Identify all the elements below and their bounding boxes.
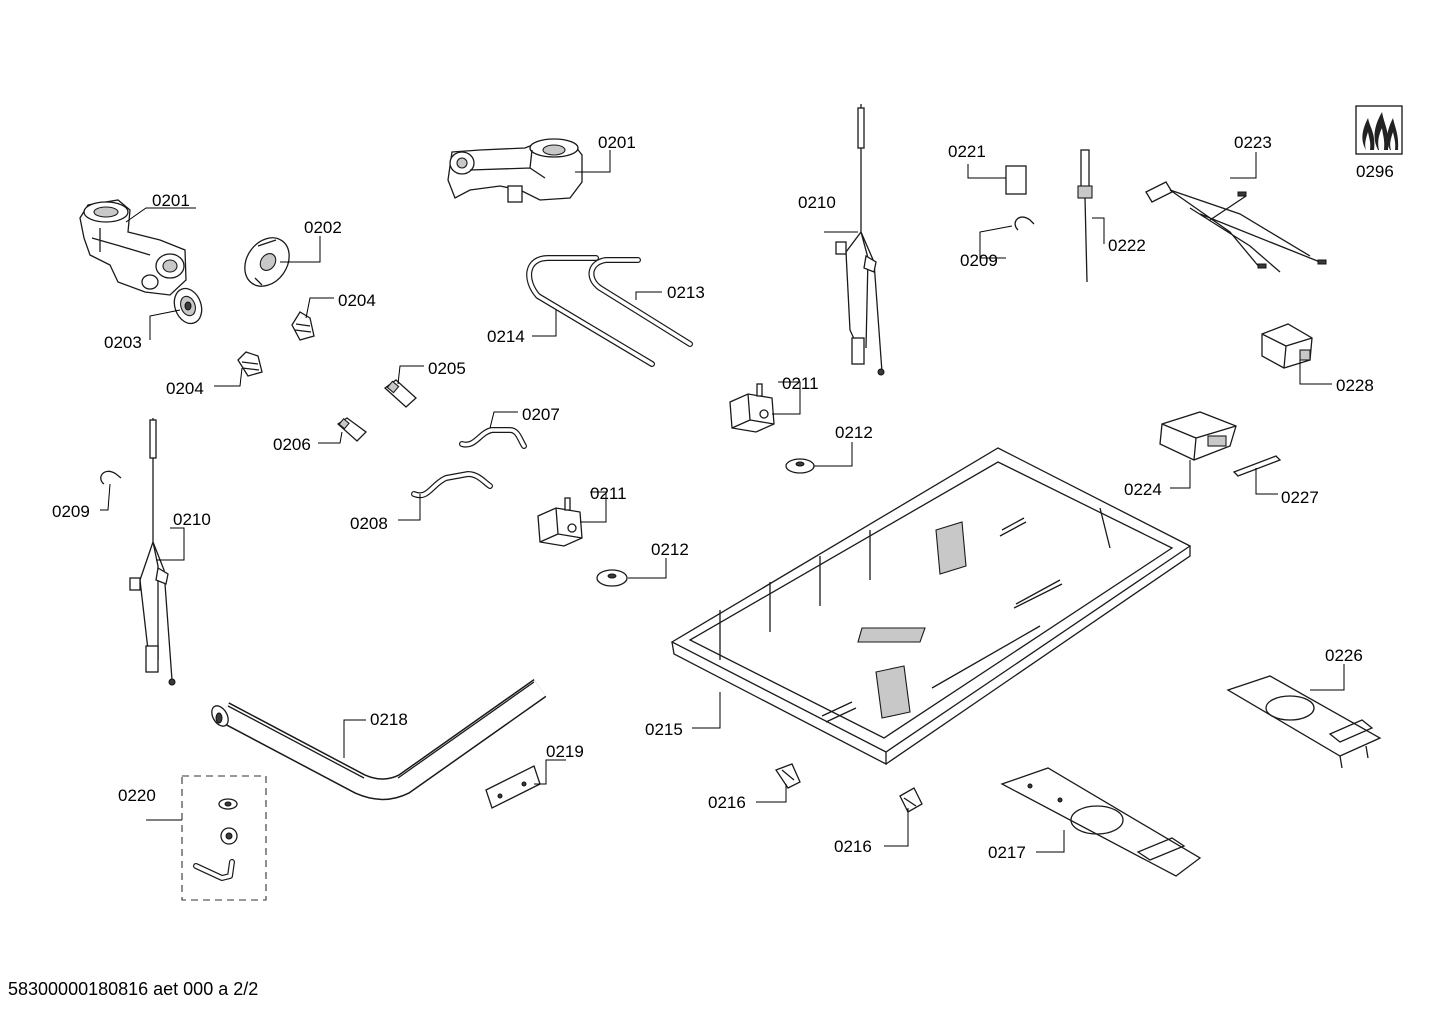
callout-0219: 0219 [546, 742, 584, 761]
part-0226-mounting-plate [1226, 675, 1382, 769]
callout-labels: 0201 0201 0202 0203 0204 0204 0205 0206 … [52, 133, 1374, 862]
part-0218-supply-pipe [211, 679, 547, 801]
part-0211-valve-lower [537, 497, 583, 547]
callout-0223: 0223 [1234, 133, 1272, 152]
part-0220-connector-kit [181, 775, 267, 901]
part-0209-clip-left [100, 470, 122, 485]
callout-0209-left: 0209 [52, 502, 90, 521]
callout-0220: 0220 [118, 786, 156, 805]
callout-0211-upper: 0211 [782, 374, 819, 393]
part-0227-strip [1232, 455, 1282, 477]
callout-0217: 0217 [988, 843, 1026, 862]
part-0201-left-burner-body [79, 199, 187, 296]
callout-0228: 0228 [1336, 376, 1374, 395]
part-0210-thermocouple-right [835, 104, 885, 376]
callout-0201-upper: 0201 [598, 133, 636, 152]
part-0215-base-pan [670, 447, 1192, 766]
part-0223-wiring-harness [1145, 181, 1327, 273]
callout-0226: 0226 [1325, 646, 1363, 665]
callout-0201-left: 0201 [152, 191, 190, 210]
callout-0214: 0214 [487, 327, 525, 346]
callout-0202: 0202 [304, 218, 342, 237]
callout-0203: 0203 [104, 333, 142, 352]
part-0219-bracket [485, 765, 541, 809]
part-0216-bracket-left [775, 763, 801, 789]
part-0216-bracket-right [899, 787, 923, 813]
part-0217-mounting-plate [1000, 767, 1202, 877]
part-0202-disc [244, 237, 290, 287]
part-0204-cone-upper [291, 311, 315, 341]
part-0224-control-module [1159, 411, 1237, 461]
callout-0212-upper: 0212 [835, 423, 873, 442]
part-0214-pipe [526, 255, 655, 367]
callout-0208: 0208 [350, 514, 388, 533]
part-0228-ignition-module [1261, 323, 1313, 369]
part-0212-cap-lower [596, 569, 628, 587]
document-id: 58300000180816 aet 000 a 2/2 [8, 979, 259, 999]
part-0221-spring [1005, 165, 1027, 195]
callout-0216-left: 0216 [708, 793, 746, 812]
part-0205-injector [383, 379, 417, 408]
part-0222-electrode [1077, 149, 1093, 283]
callout-0210-right: 0210 [798, 193, 836, 212]
callout-0215: 0215 [645, 720, 683, 739]
callout-0216-right: 0216 [834, 837, 872, 856]
part-0207-pipe [459, 427, 527, 449]
callout-0206: 0206 [273, 435, 311, 454]
callout-0227: 0227 [1281, 488, 1319, 507]
leader-lines [100, 150, 1345, 853]
part-0209-clip-right [1014, 216, 1035, 231]
part-0210-thermocouple-left [129, 418, 176, 686]
callout-0204-lower: 0204 [166, 379, 204, 398]
callout-0213: 0213 [667, 283, 705, 302]
callout-0212-lower: 0212 [651, 540, 689, 559]
callout-0224: 0224 [1124, 480, 1162, 499]
callout-0222: 0222 [1108, 236, 1146, 255]
callout-0211-lower: 0211 [590, 484, 627, 503]
callout-0218: 0218 [370, 710, 408, 729]
callout-0209-right: 0209 [960, 251, 998, 270]
part-0211-valve-upper [729, 383, 775, 433]
part-0212-cap-upper [785, 458, 815, 474]
callout-0210-left: 0210 [173, 510, 211, 529]
part-0204-cone-lower [237, 351, 263, 377]
callout-0221: 0221 [948, 142, 986, 161]
part-0201-upper-burner-body [447, 138, 583, 203]
gas-symbol: 0296 [1355, 105, 1403, 181]
callout-0204-upper: 0204 [338, 291, 376, 310]
callout-0207: 0207 [522, 405, 560, 424]
symbol-label: 0296 [1356, 162, 1394, 181]
callout-0205: 0205 [428, 359, 466, 378]
part-0213-pipe [588, 257, 693, 347]
gas-flame-icon [1362, 112, 1399, 150]
part-0208-pipe [411, 471, 493, 499]
part-0206-injector [336, 417, 367, 442]
